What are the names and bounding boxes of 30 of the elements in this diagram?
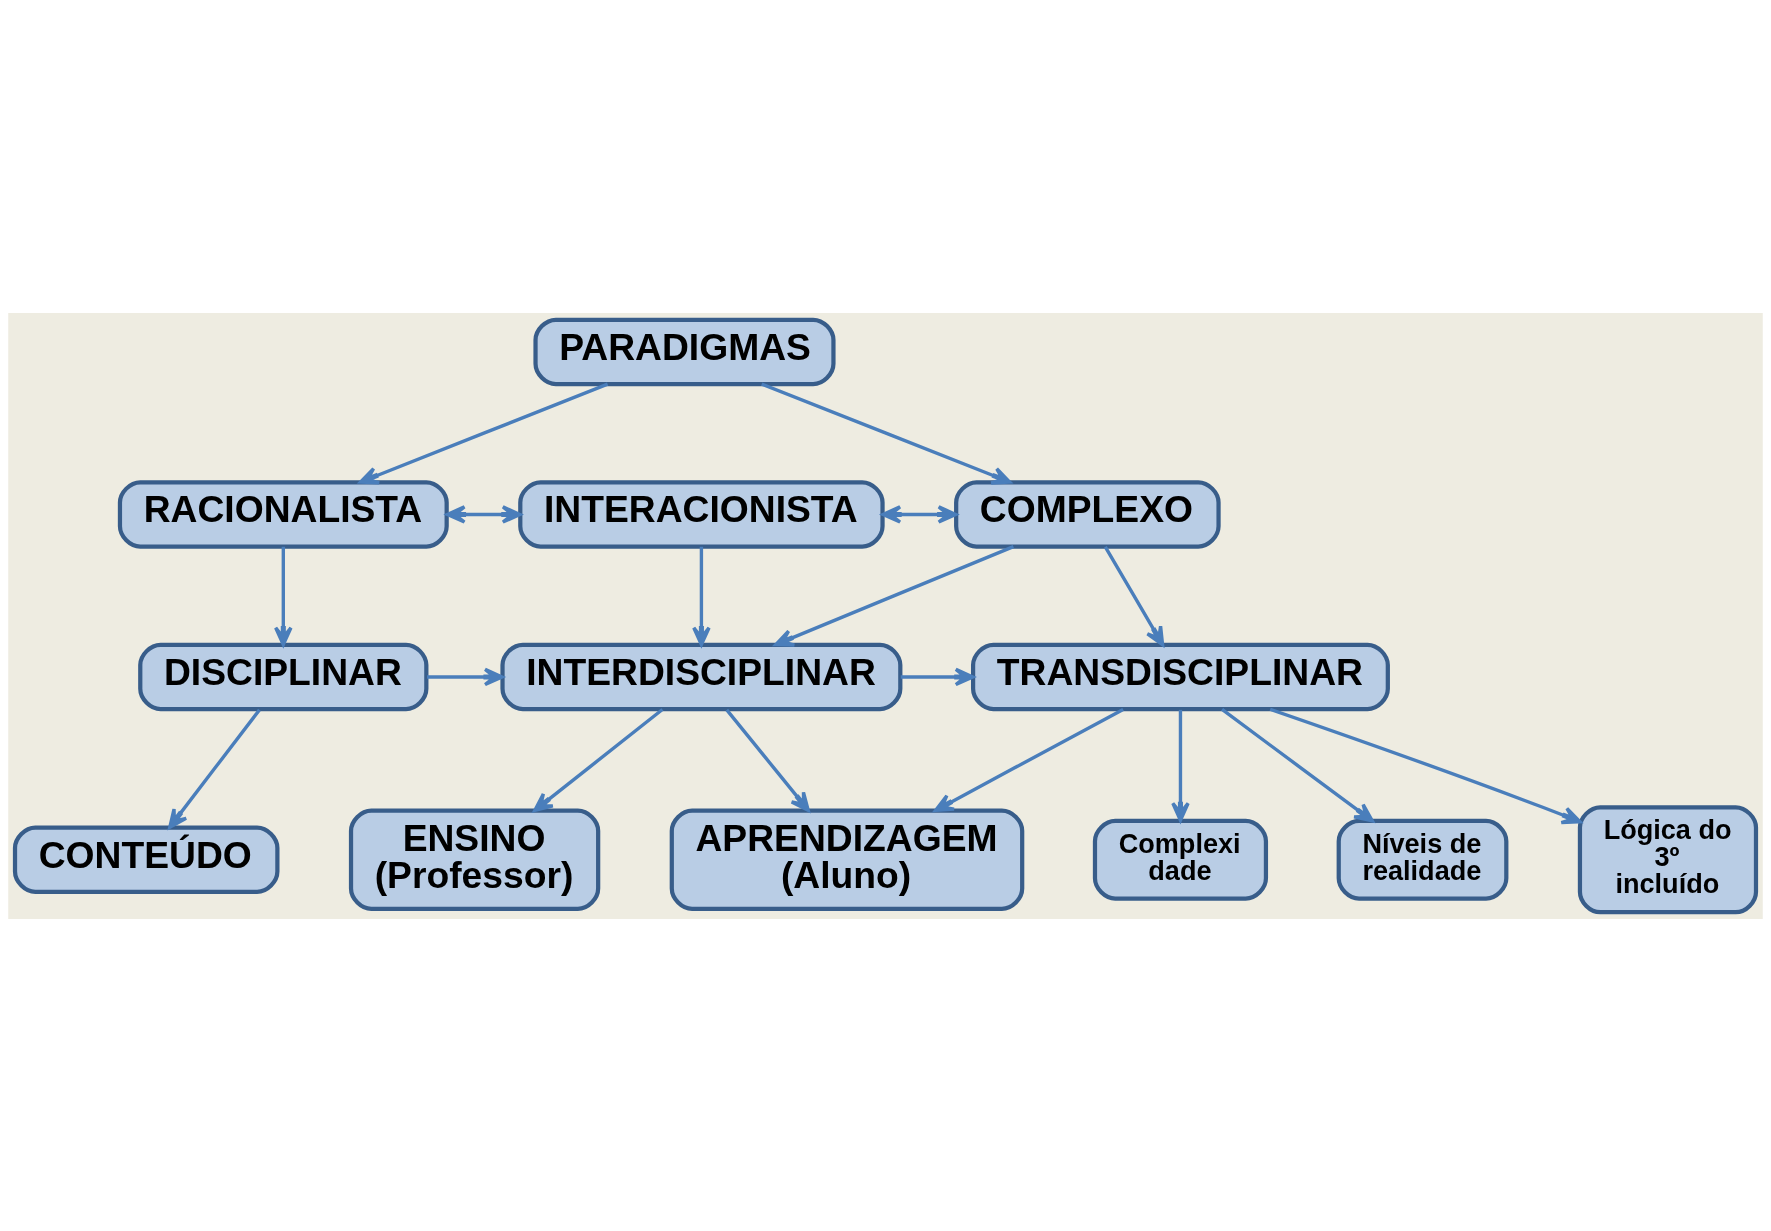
arrow xyxy=(900,667,975,686)
arrow xyxy=(761,382,1012,485)
node-box: CONTEÚDO xyxy=(12,824,280,894)
node-box: RACIONALISTA xyxy=(117,479,449,549)
arrow xyxy=(1171,709,1190,822)
arrow xyxy=(168,708,261,829)
node-box: INTERDISCIPLINAR xyxy=(500,642,903,711)
node-box: Níveis de realidade xyxy=(1336,818,1509,901)
node-box: APRENDIZAGEM (Aluno) xyxy=(669,808,1025,911)
node-box: Lógica do 3º incluído xyxy=(1577,804,1759,914)
node-box: INTERACIONISTA xyxy=(518,479,885,549)
arrow xyxy=(1269,707,1582,824)
node-box: COMPLEXO xyxy=(954,479,1221,549)
node-box: Complexi dade xyxy=(1092,818,1269,901)
node-box: DISCIPLINAR xyxy=(138,642,429,711)
node-box: ENSINO (Professor) xyxy=(348,808,601,911)
arrow xyxy=(427,667,504,686)
arrow xyxy=(933,707,1124,812)
arrow xyxy=(1221,707,1374,822)
arrow xyxy=(1103,545,1165,646)
arrow xyxy=(725,708,810,812)
node-box: PARADIGMAS xyxy=(533,317,836,386)
arrow xyxy=(358,382,609,485)
arrow xyxy=(533,707,664,812)
arrow xyxy=(774,544,1015,647)
arrow xyxy=(274,546,293,646)
arrow xyxy=(692,546,711,646)
node-box: TRANSDISCIPLINAR xyxy=(971,642,1390,711)
arrow xyxy=(881,504,958,524)
arrow xyxy=(445,504,522,524)
